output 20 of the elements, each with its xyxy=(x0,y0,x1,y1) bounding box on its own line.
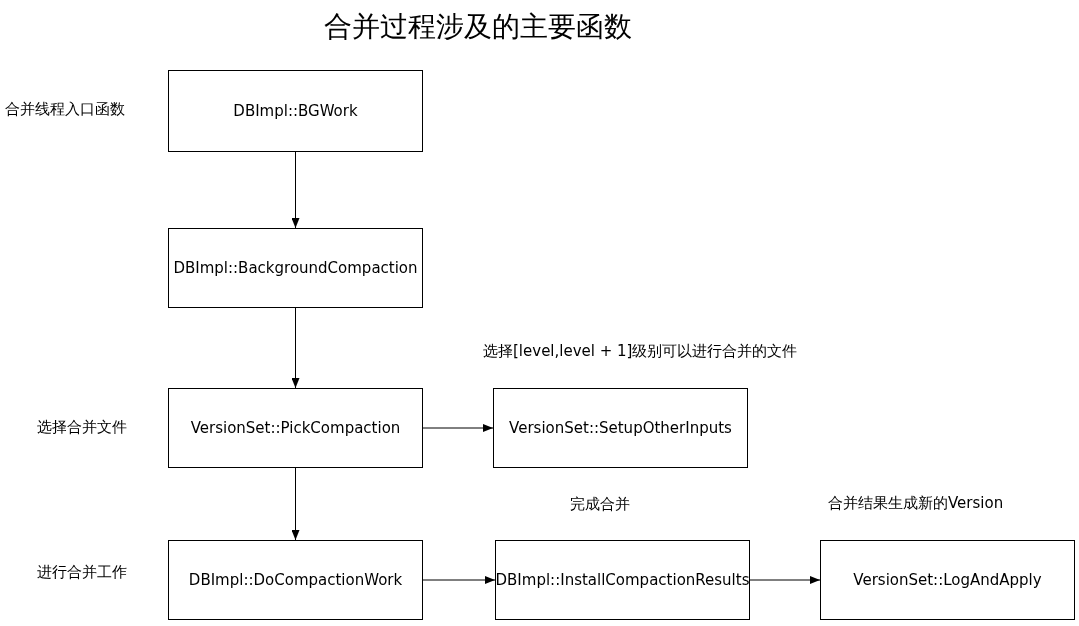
arrow xyxy=(422,424,494,432)
annotation-text: 完成合并 xyxy=(570,495,630,514)
arrow xyxy=(291,307,300,389)
diagram-title: 合并过程涉及的主要函数 xyxy=(323,9,633,45)
function-box: VersionSet::LogAndApply xyxy=(820,540,1075,620)
function-box: DBImpl::DoCompactionWork xyxy=(168,540,423,620)
arrow xyxy=(422,576,496,584)
arrow xyxy=(749,576,821,584)
arrow xyxy=(291,467,300,541)
function-box: DBImpl::BackgroundCompaction xyxy=(168,228,423,308)
function-box: VersionSet::PickCompaction xyxy=(168,388,423,468)
function-box: DBImpl::InstallCompactionResults xyxy=(495,540,750,620)
annotation-text: 选择[level,level + 1]级别可以进行合并的文件 xyxy=(483,342,798,361)
annotation-text: 合并结果生成新的Version xyxy=(828,494,1004,513)
function-box: VersionSet::SetupOtherInputs xyxy=(493,388,748,468)
arrow xyxy=(291,151,300,229)
function-box: DBImpl::BGWork xyxy=(168,70,423,152)
side-label: 进行合并工作 xyxy=(37,563,127,582)
side-label: 合并线程入口函数 xyxy=(5,100,125,119)
side-label: 选择合并文件 xyxy=(37,418,127,437)
